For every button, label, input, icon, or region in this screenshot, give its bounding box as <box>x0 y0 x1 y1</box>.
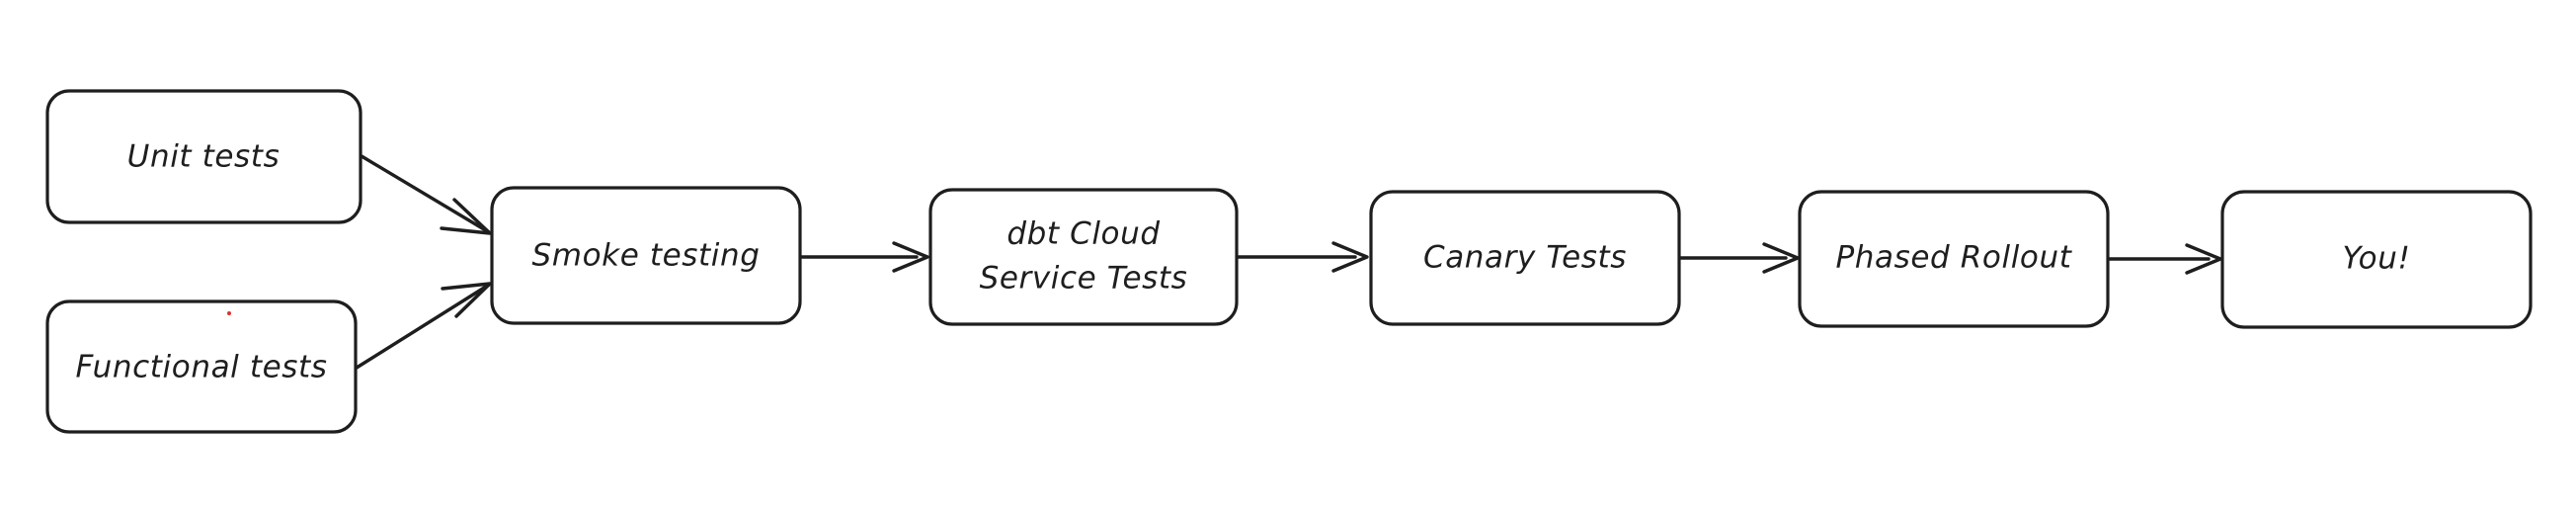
node-dbt-cloud-service-tests-label-line1: dbt Cloud <box>1006 216 1160 252</box>
edge-functional-to-smoke[interactable] <box>355 282 492 370</box>
node-smoke-testing-label: Smoke testing <box>532 238 761 274</box>
edge-unit-to-smoke-arrowhead <box>440 198 492 235</box>
node-dbt-cloud-service-tests-box <box>928 188 1239 326</box>
edge-functional-to-smoke-line <box>355 283 491 370</box>
edge-phased-to-you-arrowhead <box>2185 243 2222 275</box>
node-unit-tests[interactable]: Unit tests <box>45 89 362 224</box>
edge-dbt-to-canary[interactable] <box>1237 241 1369 273</box>
node-unit-tests-label: Unit tests <box>127 139 281 175</box>
edge-phased-to-you[interactable] <box>2108 243 2222 275</box>
edge-unit-to-smoke[interactable] <box>360 154 492 235</box>
node-phased-rollout[interactable]: Phased Rollout <box>1798 190 2110 328</box>
node-canary-tests-box <box>1369 190 1681 326</box>
edge-smoke-to-dbt[interactable] <box>800 241 929 273</box>
edge-canary-to-phased-arrowhead <box>1762 242 1800 274</box>
node-dbt-cloud-service-tests-label-line2: Service Tests <box>980 261 1188 297</box>
edge-canary-to-phased[interactable] <box>1679 242 1800 274</box>
node-functional-tests-box <box>45 299 358 434</box>
node-dbt-cloud-service-tests[interactable]: dbt Cloud Service Tests <box>928 188 1239 326</box>
edge-dbt-to-canary-arrowhead <box>1331 241 1369 273</box>
node-unit-tests-box <box>45 89 362 224</box>
node-smoke-testing[interactable]: Smoke testing <box>490 186 802 325</box>
node-functional-tests-label: Functional tests <box>75 350 327 385</box>
edge-unit-to-smoke-line <box>360 154 491 234</box>
node-you-box <box>2220 190 2533 329</box>
node-phased-rollout-label: Phased Rollout <box>1836 240 2073 276</box>
node-you[interactable]: You! <box>2220 190 2533 329</box>
edge-functional-to-smoke-arrowhead <box>441 282 492 318</box>
red-dot-artifact <box>227 311 231 315</box>
node-canary-tests-label: Canary Tests <box>1423 240 1627 276</box>
node-functional-tests[interactable]: Functional tests <box>45 299 358 434</box>
edge-smoke-to-dbt-arrowhead <box>892 241 929 273</box>
node-phased-rollout-box <box>1798 190 2110 328</box>
node-you-label: You! <box>2343 241 2411 277</box>
node-smoke-testing-box <box>490 186 802 325</box>
node-canary-tests[interactable]: Canary Tests <box>1369 190 1681 326</box>
